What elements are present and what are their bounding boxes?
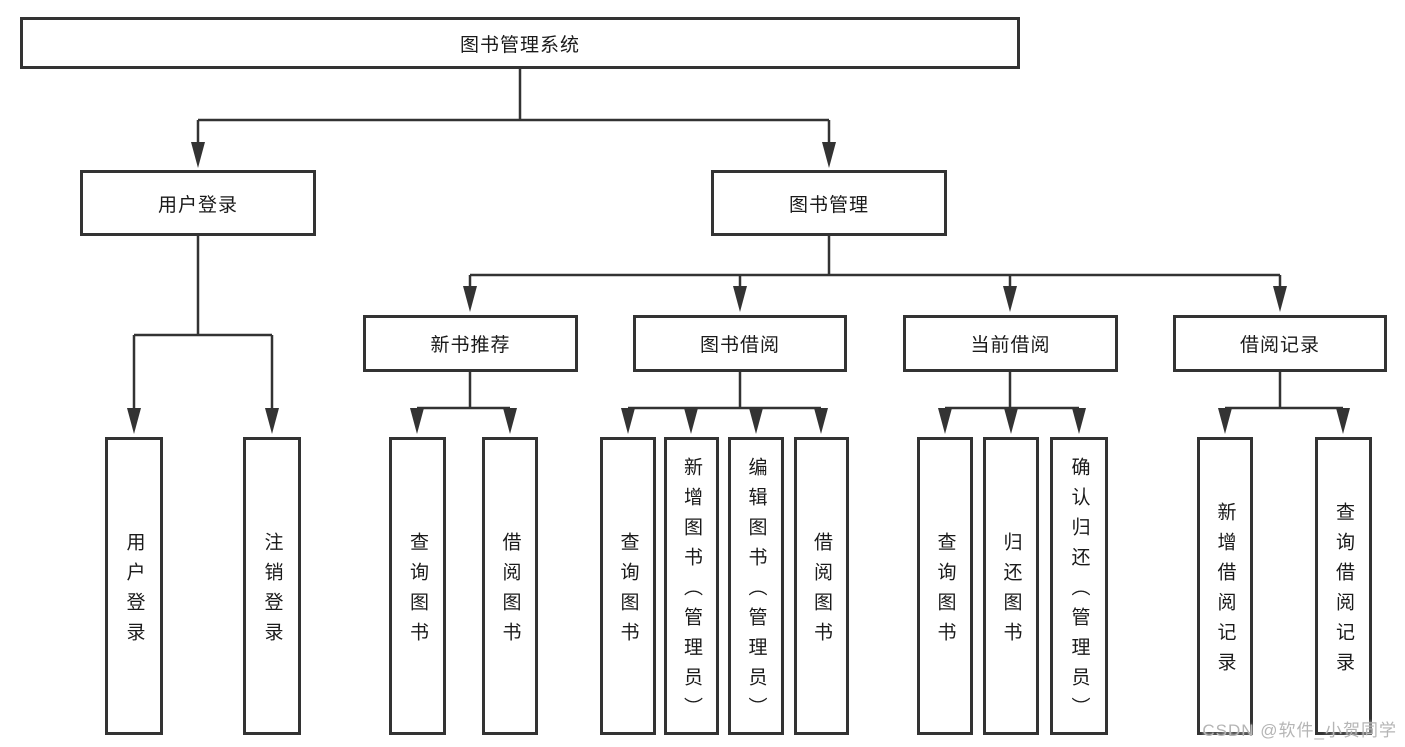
node-current-borrow-label: 当前借阅: [970, 335, 1051, 356]
csdn-watermark: CSDN @软件_小贺同学: [1202, 721, 1397, 740]
node-root-library-system: 图书管理系统: [20, 17, 1020, 69]
node-user-login: 用户登录: [80, 170, 316, 236]
leaf-edit-books-admin-label: 编辑图书（管理员）: [745, 456, 767, 727]
leaf-return-books: 归还图书: [983, 437, 1039, 735]
leaf-logout-label: 注销登录: [261, 531, 283, 652]
leaf-user-login-label: 用户登录: [123, 531, 145, 652]
node-root-label: 图书管理系统: [459, 34, 580, 56]
node-new-book-recommend-label: 新书推荐: [430, 335, 511, 356]
node-borrow-records: 借阅记录: [1173, 315, 1387, 372]
leaf-add-borrow-record-label: 新增借阅记录: [1214, 501, 1236, 682]
node-book-management: 图书管理: [711, 170, 947, 236]
leaf-borrow-books-recommend: 借阅图书: [482, 437, 538, 735]
leaf-confirm-return-admin: 确认归还（管理员）: [1050, 437, 1108, 735]
leaf-query-books-current-label: 查询图书: [934, 531, 956, 652]
leaf-query-borrow-record-label: 查询借阅记录: [1333, 501, 1354, 682]
leaf-query-books-current: 查询图书: [917, 437, 973, 735]
leaf-user-login: 用户登录: [105, 437, 163, 735]
node-book-borrow: 图书借阅: [633, 315, 847, 372]
leaf-add-books-admin: 新增图书（管理员）: [664, 437, 719, 735]
leaf-add-books-admin-label: 新增图书（管理员）: [681, 456, 702, 727]
leaf-query-borrow-record: 查询借阅记录: [1315, 437, 1372, 735]
node-book-borrow-label: 图书借阅: [699, 335, 780, 356]
node-user-login-label: 用户登录: [157, 194, 238, 216]
leaf-query-books-borrow: 查询图书: [600, 437, 656, 735]
node-new-book-recommend: 新书推荐: [363, 315, 578, 372]
node-book-management-label: 图书管理: [788, 194, 869, 216]
arrowheads: [127, 142, 1350, 434]
leaf-edit-books-admin: 编辑图书（管理员）: [728, 437, 784, 735]
node-current-borrow: 当前借阅: [903, 315, 1118, 372]
leaf-logout: 注销登录: [243, 437, 301, 735]
leaf-confirm-return-admin-label: 确认归还（管理员）: [1068, 456, 1090, 727]
leaf-query-books-recommend: 查询图书: [389, 437, 446, 735]
leaf-add-borrow-record: 新增借阅记录: [1197, 437, 1253, 735]
leaf-return-books-label: 归还图书: [1000, 531, 1022, 652]
leaf-borrow-books-label: 借阅图书: [811, 531, 832, 652]
leaf-query-books-borrow-label: 查询图书: [617, 531, 639, 652]
node-borrow-records-label: 借阅记录: [1239, 335, 1320, 356]
leaf-borrow-books: 借阅图书: [794, 437, 849, 735]
leaf-query-books-recommend-label: 查询图书: [407, 531, 428, 652]
leaf-borrow-books-recommend-label: 借阅图书: [499, 531, 521, 652]
